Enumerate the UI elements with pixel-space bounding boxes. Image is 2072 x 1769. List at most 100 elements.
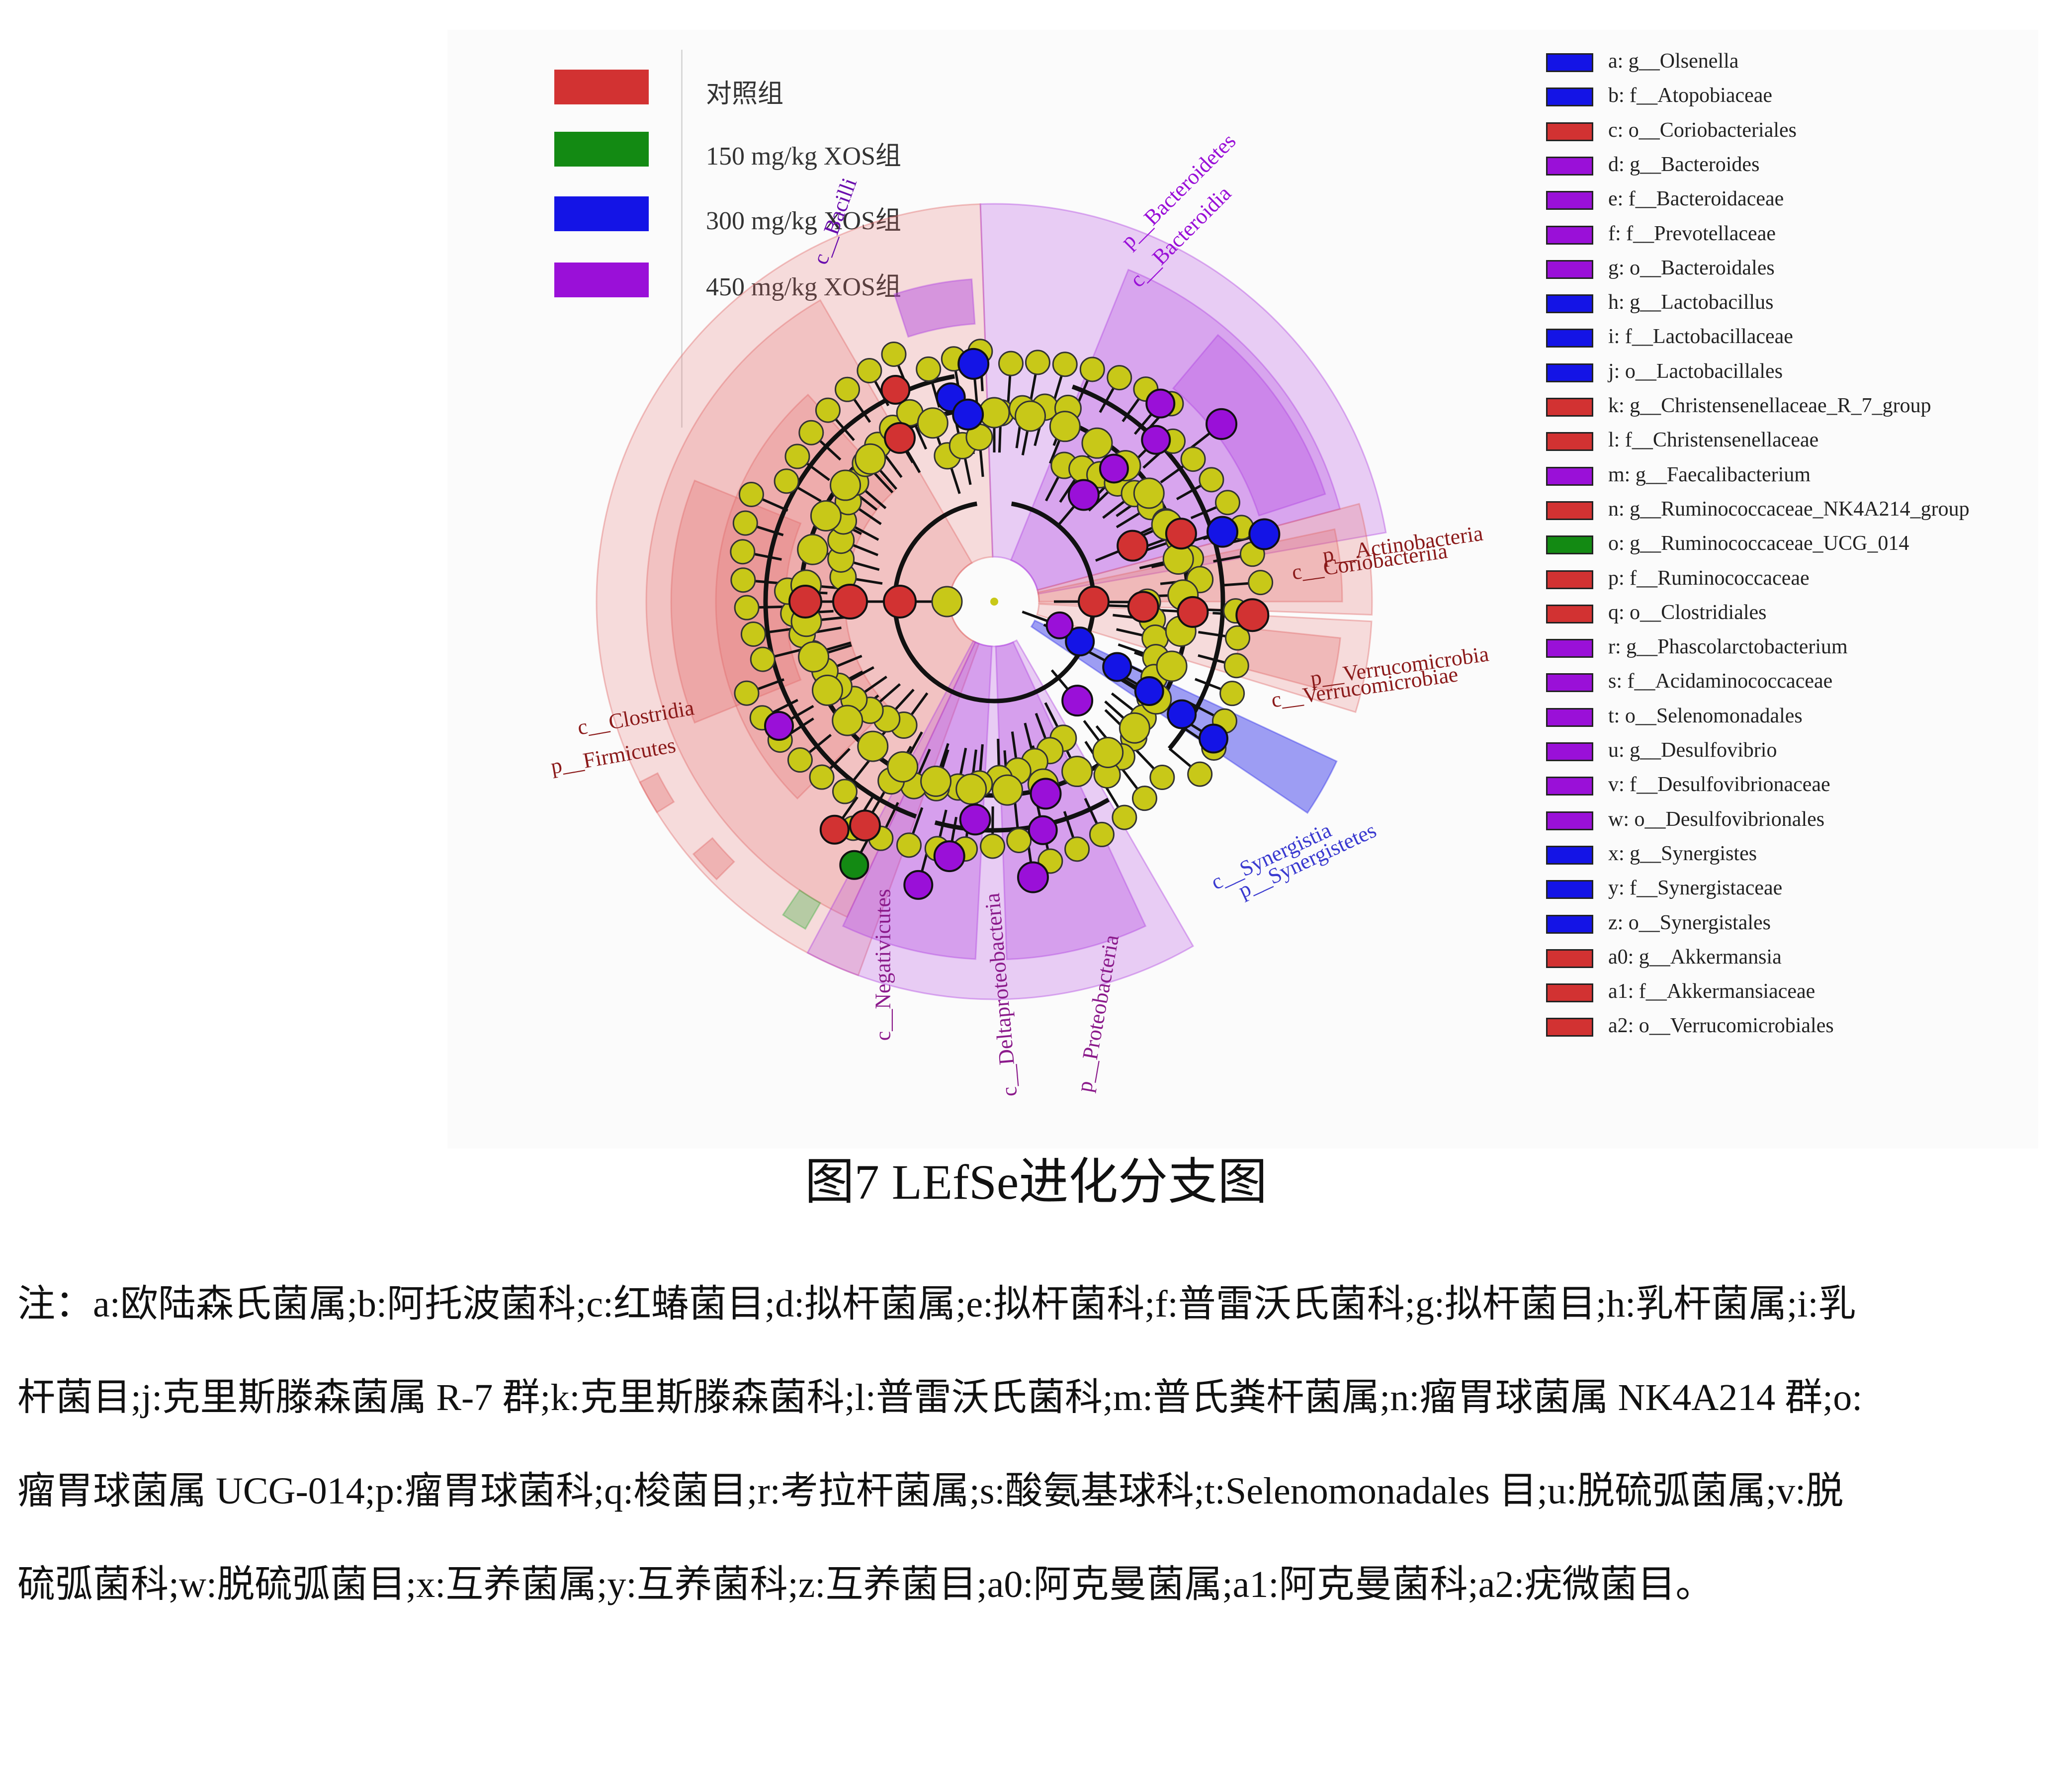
taxon-node xyxy=(1219,681,1245,707)
biomarker-node xyxy=(1207,516,1239,548)
biomarker-node xyxy=(884,422,916,454)
taxon-node xyxy=(734,595,760,620)
taxa-swatch xyxy=(1546,191,1593,210)
taxon-node xyxy=(1119,712,1150,744)
biomarker-node xyxy=(1065,626,1095,657)
taxa-swatch xyxy=(1546,570,1593,589)
taxa-legend-item: r: g__Phascolarctobacterium xyxy=(1546,633,1993,667)
taxon-node xyxy=(1133,477,1165,509)
group-swatch-450 xyxy=(554,263,649,297)
taxon-node xyxy=(1180,446,1206,472)
taxon-node xyxy=(830,469,862,501)
taxon-node xyxy=(1199,467,1224,493)
biomarker-node xyxy=(1165,518,1197,550)
taxa-swatch xyxy=(1546,53,1593,72)
clade-highlight-sector xyxy=(1036,503,1373,616)
taxon-node xyxy=(1225,625,1251,651)
clade-highlight-sector xyxy=(639,772,675,814)
taxon-node xyxy=(1248,570,1274,596)
taxon-node xyxy=(998,351,1024,376)
taxa-legend-item: k: g__Christensenellaceae_R_7_group xyxy=(1546,392,1993,426)
taxon-node xyxy=(917,407,949,439)
biomarker-node xyxy=(1134,676,1164,706)
taxon-node xyxy=(1089,821,1115,847)
taxon-node xyxy=(787,747,813,773)
taxon-node xyxy=(1092,736,1124,768)
taxon-node xyxy=(881,341,907,367)
taxa-swatch xyxy=(1546,466,1593,486)
taxon-node xyxy=(1214,490,1240,516)
taxa-legend-item: v: f__Desulfovibrionaceae xyxy=(1546,771,1993,805)
taxa-legend-item: w: o__Desulfovibrionales xyxy=(1546,805,1993,840)
taxa-legend-item: s: f__Acidaminococcaceae xyxy=(1546,667,1993,702)
taxon-node xyxy=(835,376,861,402)
biomarker-node xyxy=(1067,479,1100,511)
taxa-swatch xyxy=(1546,673,1593,693)
taxa-swatch xyxy=(1546,604,1593,623)
taxa-label: a0: g__Akkermansia xyxy=(1608,945,1782,969)
taxa-label: v: f__Desulfovibrionaceae xyxy=(1608,773,1830,796)
taxa-label: r: g__Phascolarctobacterium xyxy=(1608,635,1848,659)
biomarker-node xyxy=(839,850,869,880)
taxa-legend-item: q: o__Clostridiales xyxy=(1546,599,1993,633)
taxa-legend-item: b: f__Atopobiaceae xyxy=(1546,82,1993,116)
taxa-legend-item: o: g__Ruminococcaceae_UCG_014 xyxy=(1546,530,1993,564)
taxa-legend-item: a2: o__Verrucomicrobiales xyxy=(1546,1012,1993,1046)
taxon-node xyxy=(887,751,919,783)
taxa-legend-item: m: g__Faecalibacterium xyxy=(1546,461,1993,495)
group-swatch-300 xyxy=(554,196,649,231)
taxon-node xyxy=(1025,350,1050,375)
biomarker-node xyxy=(883,585,917,619)
taxa-swatch xyxy=(1546,432,1593,451)
biomarker-node xyxy=(1127,591,1159,623)
biomarker-node xyxy=(1099,453,1129,484)
taxa-label: b: f__Atopobiaceae xyxy=(1608,84,1773,107)
clade-highlight-sector xyxy=(806,639,1195,1000)
taxon-node xyxy=(1112,804,1137,830)
taxon-node xyxy=(1052,352,1078,377)
taxa-label: x: g__Synergistes xyxy=(1608,842,1757,865)
taxa-swatch xyxy=(1546,398,1593,417)
note-line: 瘤胃球菌属 UCG-014;p:瘤胃球菌科;q:梭菌目;r:考拉杆菌属;s:酸氨… xyxy=(17,1470,1844,1512)
biomarker-node xyxy=(788,585,822,619)
biomarker-node xyxy=(1028,815,1058,845)
clade-label: c__Negativicutes xyxy=(871,889,895,1041)
biomarker-node xyxy=(1061,685,1094,717)
taxa-label: s: f__Acidaminococcaceae xyxy=(1608,670,1833,693)
clade-highlight-sector xyxy=(842,641,993,960)
taxon-node xyxy=(978,397,1010,429)
taxa-label: n: g__Ruminococcaceae_NK4A214_group xyxy=(1608,497,1970,521)
taxon-node xyxy=(1015,400,1046,432)
taxa-swatch xyxy=(1546,777,1593,796)
taxon-node xyxy=(1081,427,1113,459)
taxa-label: t: o__Selenomonadales xyxy=(1608,704,1803,727)
taxon-node xyxy=(832,705,863,736)
taxa-swatch xyxy=(1546,294,1593,314)
taxon-node xyxy=(832,779,858,804)
taxon-node xyxy=(1187,761,1213,787)
taxa-legend-item: a0: g__Akkermansia xyxy=(1546,943,1993,977)
biomarker-node xyxy=(1206,408,1238,440)
taxa-legend-item: z: o__Synergistales xyxy=(1546,909,1993,943)
biomarker-node xyxy=(1177,596,1209,628)
taxon-node xyxy=(730,567,756,593)
taxa-label: z: o__Synergistales xyxy=(1608,911,1771,934)
group-label: 300 mg/kg XOS组 xyxy=(706,207,901,235)
taxon-node xyxy=(855,443,886,475)
taxa-swatch xyxy=(1546,983,1593,1003)
taxa-label: m: g__Faecalibacterium xyxy=(1608,463,1811,486)
taxa-label: a: g__Olsenella xyxy=(1608,50,1739,73)
biomarker-node xyxy=(832,584,868,619)
biomarker-node xyxy=(1141,425,1171,455)
clade-highlight-sector xyxy=(692,837,735,881)
taxa-legend-item: f: f__Prevotellaceae xyxy=(1546,220,1993,254)
taxon-node xyxy=(896,832,922,858)
group-swatch-150 xyxy=(554,132,649,167)
figure-caption: 图7 LEfSe进化分支图 xyxy=(804,1154,1268,1210)
taxon-node xyxy=(916,356,942,382)
taxa-swatch xyxy=(1546,122,1593,141)
root-node xyxy=(990,598,998,606)
biomarker-node xyxy=(1248,518,1281,550)
taxa-label: j: o__Lactobacillales xyxy=(1608,359,1783,383)
